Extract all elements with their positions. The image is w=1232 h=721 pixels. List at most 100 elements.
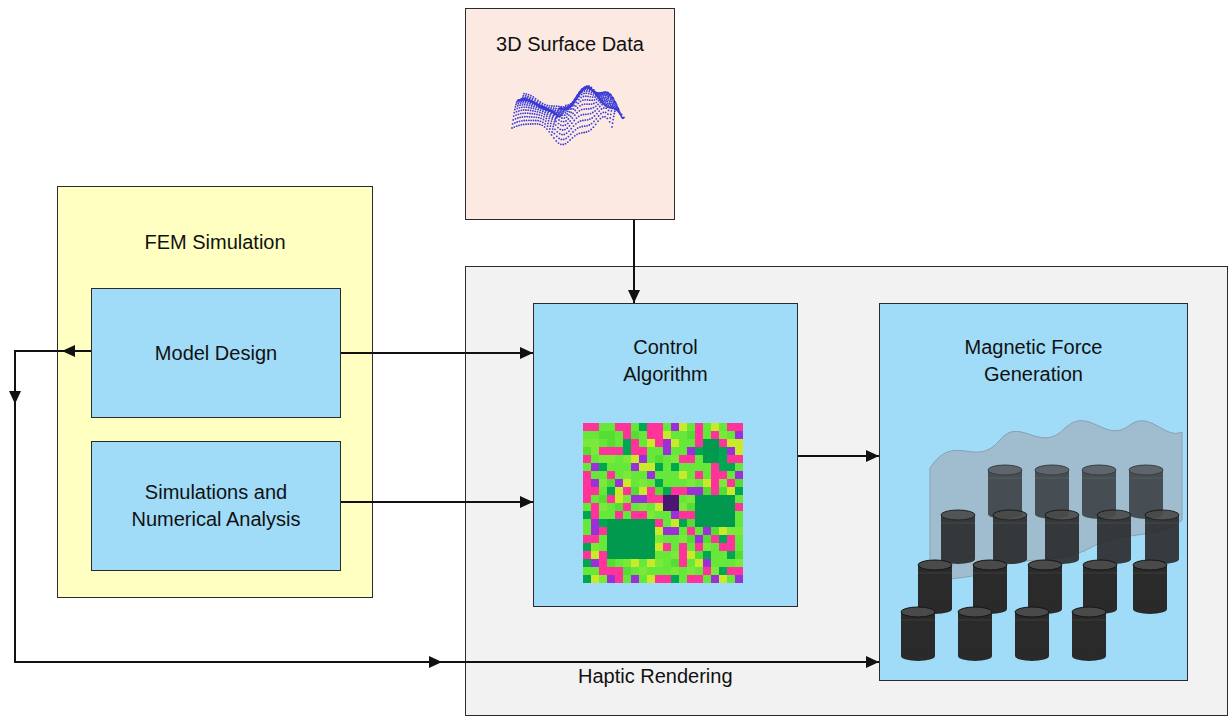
cloud-point xyxy=(585,86,587,88)
cloud-point xyxy=(573,101,575,103)
cloud-point xyxy=(572,113,574,115)
cloud-point xyxy=(620,114,622,116)
map-cell xyxy=(687,447,695,455)
map-cell xyxy=(647,455,655,463)
cloud-point xyxy=(527,102,529,104)
cloud-point xyxy=(553,112,555,114)
cloud-point xyxy=(542,107,544,109)
cloud-point xyxy=(576,96,578,98)
cloud-point xyxy=(619,112,621,114)
map-cell xyxy=(679,535,687,543)
cloud-point xyxy=(545,107,547,109)
map-cell xyxy=(679,431,687,439)
cloud-point xyxy=(604,103,606,105)
map-cell xyxy=(727,447,735,455)
cylinder-base xyxy=(1145,554,1179,564)
map-cell xyxy=(695,551,703,559)
map-cell xyxy=(663,439,671,447)
cloud-point xyxy=(562,112,564,114)
cloud-point xyxy=(548,108,550,110)
map-cell xyxy=(655,527,663,535)
map-cell xyxy=(607,471,615,479)
cloud-point xyxy=(565,108,567,110)
cloud-point xyxy=(541,106,543,108)
cloud-point xyxy=(581,89,583,91)
cloud-point xyxy=(543,108,545,110)
cloud-point xyxy=(526,99,528,101)
map-cell xyxy=(695,471,703,479)
cloud-point xyxy=(594,99,596,101)
cloud-point xyxy=(511,127,513,129)
map-cell xyxy=(655,495,663,503)
map-cell xyxy=(631,519,639,527)
map-cell xyxy=(703,423,711,431)
cloud-point xyxy=(538,104,540,106)
cloud-point xyxy=(594,92,596,94)
cloud-point xyxy=(558,106,560,108)
cloud-point xyxy=(592,90,594,92)
cloud-point xyxy=(537,109,539,111)
cloud-point xyxy=(544,108,546,110)
map-cell xyxy=(735,479,743,487)
cloud-point xyxy=(570,106,572,108)
cloud-point xyxy=(564,114,566,116)
cloud-point xyxy=(524,116,526,118)
cloud-point xyxy=(534,113,536,115)
cloud-point xyxy=(529,113,531,115)
cloud-point xyxy=(579,91,581,93)
cloud-point xyxy=(549,110,551,112)
map-cell xyxy=(623,455,631,463)
cloud-point xyxy=(575,97,577,99)
cloud-point xyxy=(573,108,575,110)
map-cell xyxy=(631,511,639,519)
cloud-point xyxy=(548,110,550,112)
cloud-point xyxy=(596,113,598,115)
cloud-point xyxy=(537,101,539,103)
magnet-cylinder xyxy=(1035,465,1069,519)
cloud-point xyxy=(576,97,578,99)
cloud-point xyxy=(531,101,533,103)
map-cell xyxy=(687,487,695,495)
cloud-point xyxy=(556,114,558,116)
map-cell xyxy=(583,495,591,503)
cloud-point xyxy=(555,120,557,122)
cloud-point xyxy=(604,92,606,94)
cloud-point xyxy=(551,110,553,112)
cloud-point xyxy=(598,93,600,95)
cloud-point xyxy=(564,108,566,110)
map-cell xyxy=(639,447,647,455)
cloud-point xyxy=(569,105,571,107)
map-cell xyxy=(655,471,663,479)
cloud-point xyxy=(515,104,517,106)
map-cell xyxy=(735,511,743,519)
cloud-point xyxy=(558,114,560,116)
cloud-point xyxy=(575,97,577,99)
map-cell xyxy=(583,431,591,439)
map-cell xyxy=(679,559,687,567)
map-cell xyxy=(727,439,735,447)
map-cell xyxy=(671,463,679,471)
cloud-point xyxy=(611,126,613,128)
cloud-point xyxy=(594,92,596,94)
cloud-point xyxy=(608,93,610,95)
map-cell xyxy=(655,447,663,455)
cloud-point xyxy=(555,113,557,115)
cloud-point xyxy=(581,109,583,111)
cloud-point xyxy=(529,103,531,105)
map-cell xyxy=(607,423,615,431)
cylinder-top xyxy=(1045,510,1079,520)
cloud-point xyxy=(553,112,555,114)
map-cell xyxy=(735,463,743,471)
cloud-point xyxy=(567,141,569,143)
cloud-point xyxy=(590,113,592,115)
cloud-point xyxy=(548,110,550,112)
map-cell xyxy=(647,503,655,511)
cylinder-base xyxy=(1083,604,1117,614)
cloud-point xyxy=(560,111,562,113)
map-cell xyxy=(639,511,647,519)
cloud-point xyxy=(538,114,540,116)
cloud-point xyxy=(610,105,612,107)
cloud-point xyxy=(523,124,525,126)
map-cell xyxy=(727,503,735,511)
cloud-point xyxy=(564,108,566,110)
